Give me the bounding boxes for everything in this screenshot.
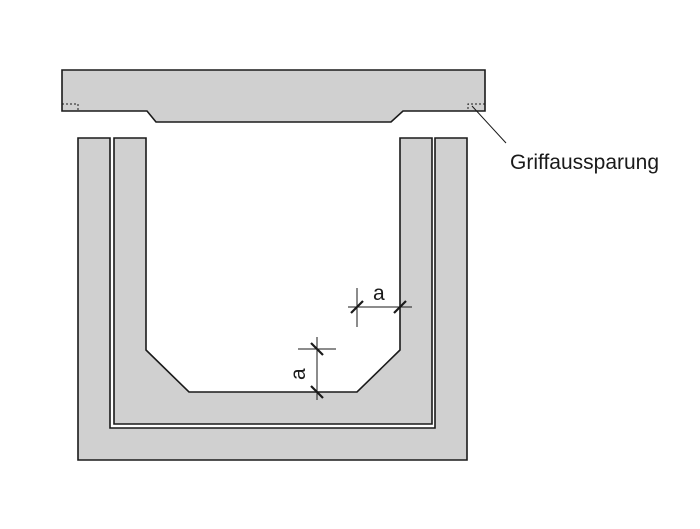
callout-label: Griffaussparung <box>510 151 659 174</box>
grip-recess-left <box>62 103 79 111</box>
cover-plate <box>61 69 486 123</box>
inner-channel-body <box>113 137 433 425</box>
outer-housing <box>77 137 468 461</box>
dimension-label-horizontal: a <box>373 282 385 305</box>
dimension-tick <box>350 300 364 314</box>
dimension-label-vertical: a <box>287 368 310 380</box>
callout-leader-line <box>471 105 507 144</box>
dimension-tick <box>310 385 324 399</box>
dimension-tick <box>310 342 324 356</box>
dimension-vertical: a <box>287 337 336 400</box>
dimension-horizontal: a <box>348 282 412 327</box>
dimension-tick <box>393 300 407 314</box>
grip-recess-right <box>467 103 485 111</box>
